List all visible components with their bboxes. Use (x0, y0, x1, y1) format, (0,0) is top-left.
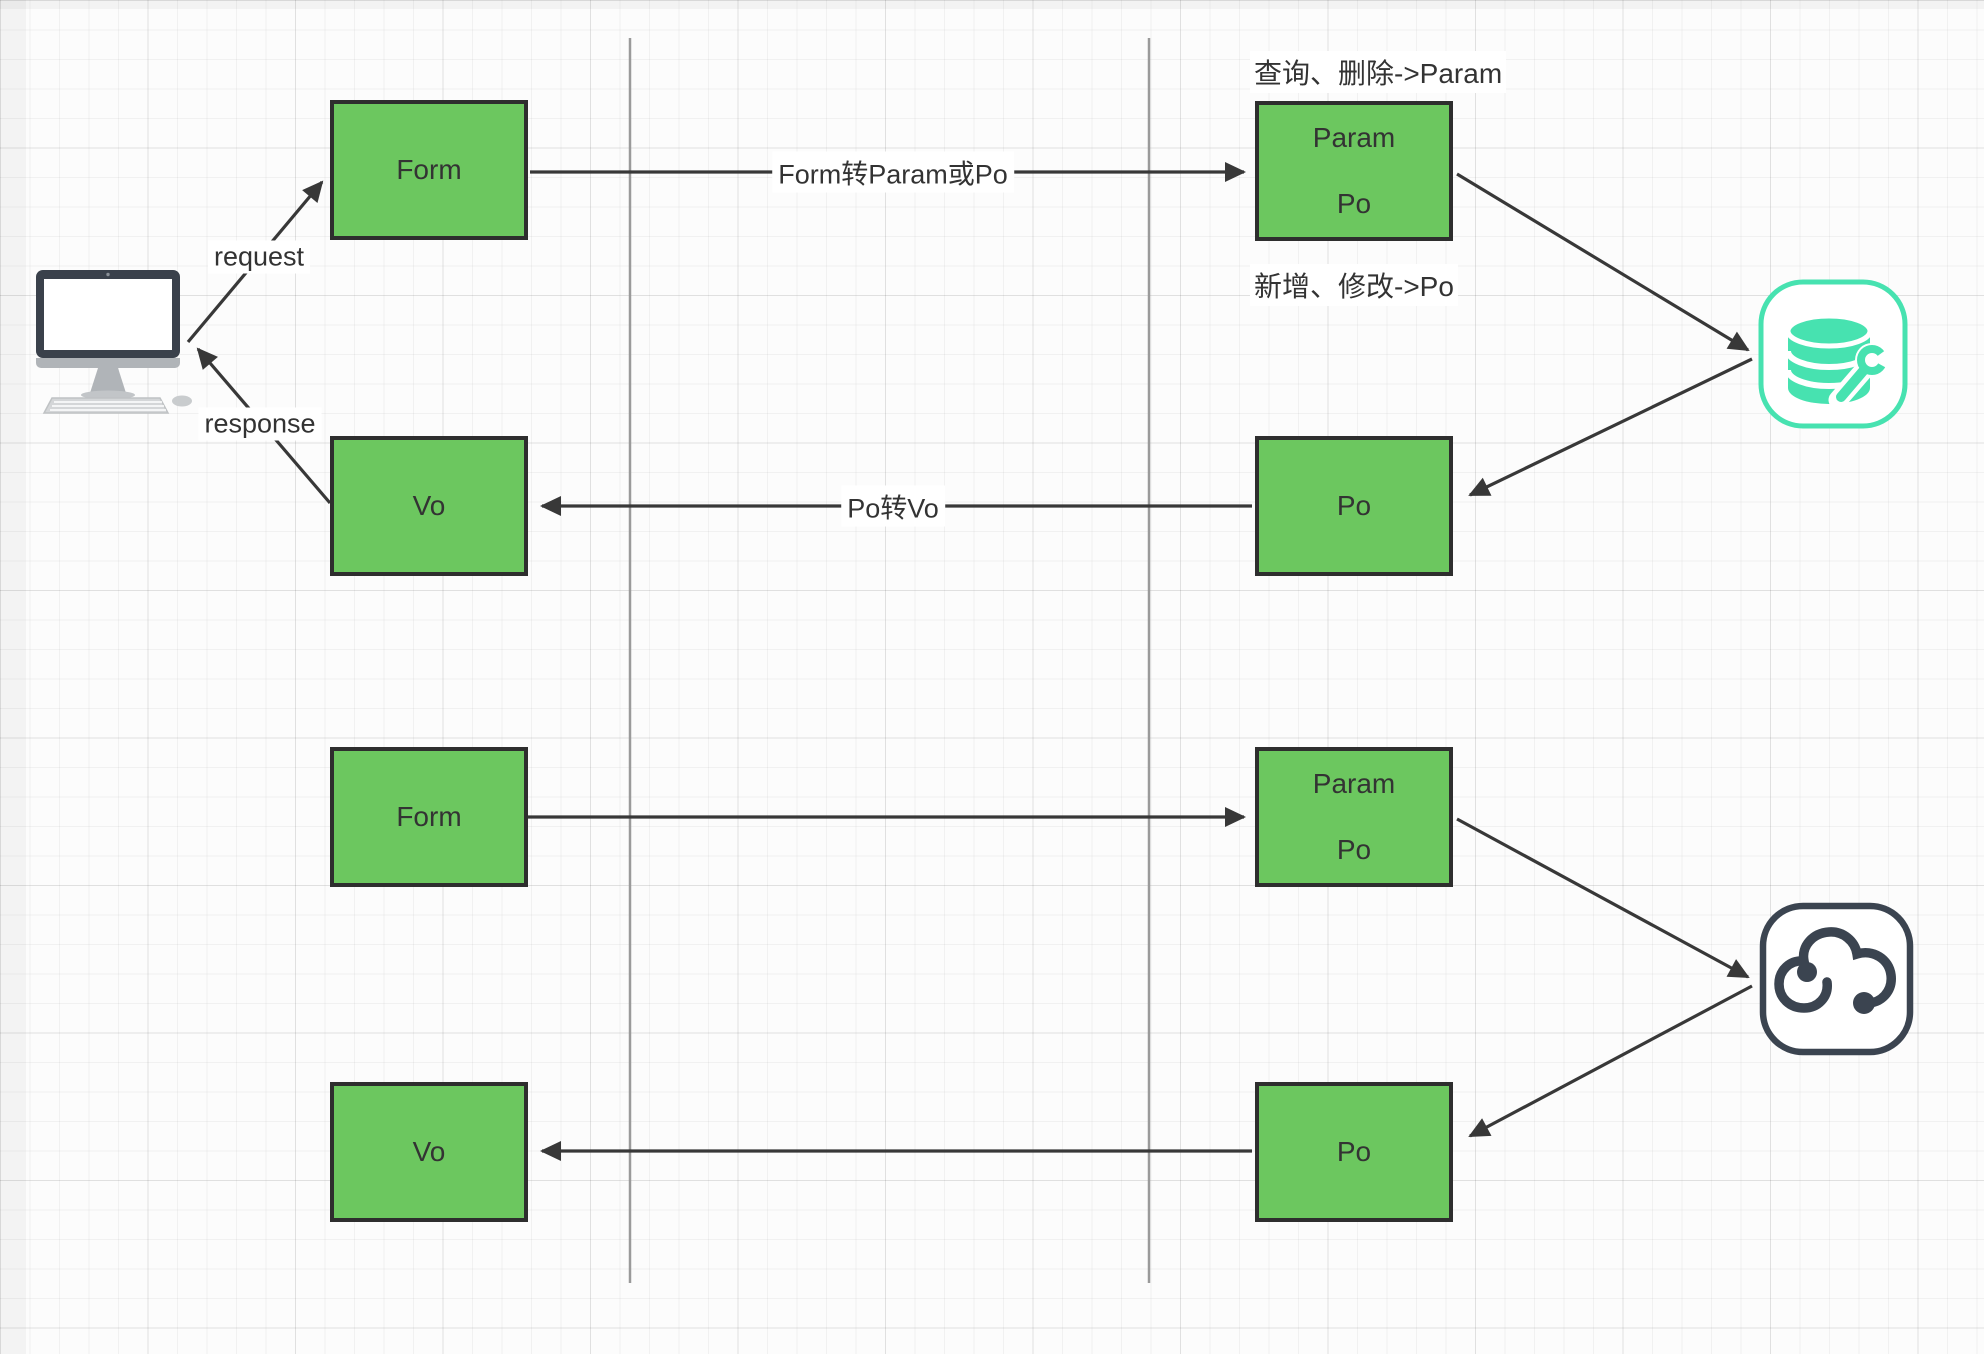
arrow-parampo2-to-cloud (1456, 817, 1750, 979)
client-computer-icon[interactable] (36, 270, 192, 414)
node-label: Form (396, 154, 462, 185)
node-label-line1: Param (1312, 122, 1396, 153)
form-to-param-label: Form转Param或Po (772, 151, 1014, 193)
cloud-service-icon[interactable] (1759, 902, 1914, 1056)
cloud-dot-right (1853, 992, 1875, 1014)
node-param-po-2[interactable]: Param Po (1255, 747, 1453, 887)
wrench-handle (1836, 365, 1869, 402)
node-label-line2: Po (1336, 188, 1372, 219)
response-label: response (198, 407, 322, 441)
node-label: Po (1336, 1136, 1372, 1167)
node-label: Form (396, 801, 462, 832)
arrow-parampo1-to-database (1456, 172, 1750, 352)
arrow-cloud-to-po2 (1468, 984, 1753, 1138)
node-label: Vo (412, 1136, 446, 1167)
db-top-disc (1785, 313, 1873, 349)
monitor-chin (36, 358, 180, 368)
cloud-icon-border (1759, 902, 1914, 1056)
request-label: request (207, 240, 311, 274)
monitor-stand (90, 368, 126, 393)
add-update-note: 新增、修改->Po (1250, 264, 1458, 306)
node-form-2[interactable]: Form (330, 747, 528, 887)
monitor-camera-dot (106, 272, 110, 277)
node-po-2[interactable]: Po (1255, 1082, 1453, 1222)
node-label-line1: Param (1312, 768, 1396, 799)
node-param-po-1[interactable]: Param Po (1255, 101, 1453, 241)
po-to-vo-label: Po转Vo (841, 485, 945, 527)
mouse (172, 395, 192, 407)
node-form-1[interactable]: Form (330, 100, 528, 240)
node-vo-1[interactable]: Vo (330, 436, 528, 576)
cloud-swirl (1774, 927, 1896, 1013)
node-vo-2[interactable]: Vo (330, 1082, 528, 1222)
wrench-notch (1872, 344, 1894, 372)
arrow-database-to-po1 (1468, 357, 1753, 497)
cloud-dot-left (1797, 962, 1817, 982)
database-maintenance-icon[interactable] (1758, 279, 1908, 429)
node-po-1[interactable]: Po (1255, 436, 1453, 576)
monitor-screen (44, 279, 172, 350)
node-label: Po (1336, 490, 1372, 521)
query-delete-note: 查询、删除->Param (1250, 51, 1507, 93)
node-label: Vo (412, 490, 446, 521)
node-label-line2: Po (1336, 834, 1372, 865)
